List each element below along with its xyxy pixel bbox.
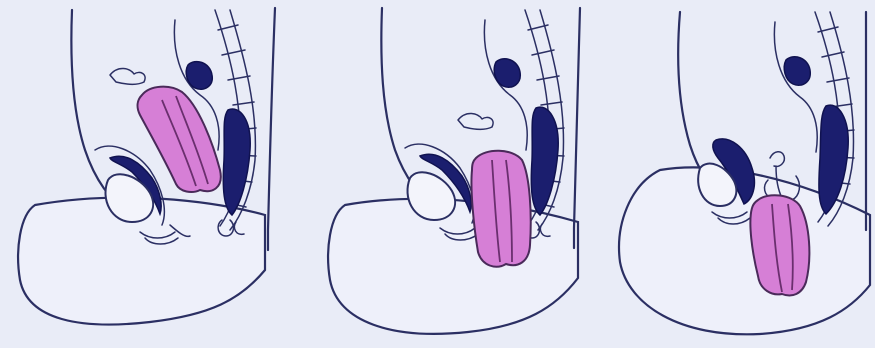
panel-3-complete-prolapse <box>619 12 870 334</box>
panel-2-thigh <box>328 199 578 334</box>
panel-2-partial-prolapse <box>328 8 580 334</box>
panel-3-uterus <box>750 195 809 295</box>
panel-3-sigmoid <box>784 57 810 85</box>
panel-2-back-outline <box>574 8 580 248</box>
panel-2-uterus-body <box>471 151 530 267</box>
panel-1-back-outline <box>268 8 275 250</box>
panel-1-ovary <box>110 68 145 84</box>
panel-1-sigmoid <box>186 62 212 90</box>
panel-1-normal-position <box>18 8 275 325</box>
panel-2-ovary <box>458 113 493 129</box>
panel-2-sigmoid <box>494 59 520 87</box>
panel-3-peritoneum <box>774 22 817 152</box>
panel-2-uterus <box>471 151 530 267</box>
